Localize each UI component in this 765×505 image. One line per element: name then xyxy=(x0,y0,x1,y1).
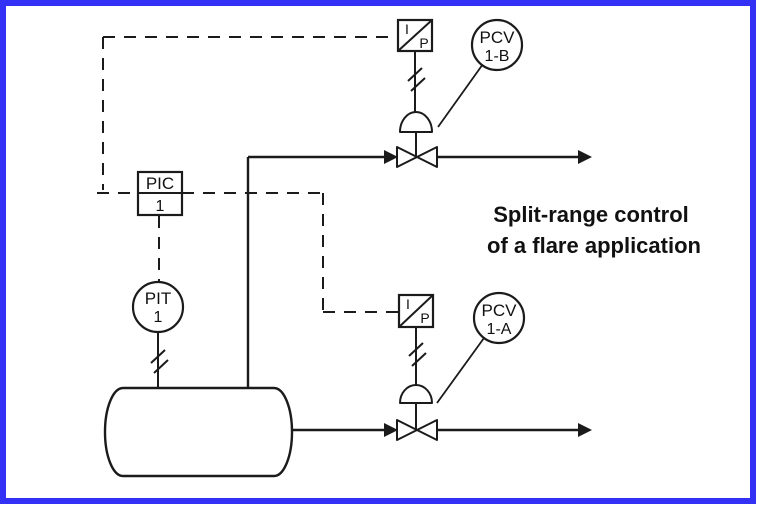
pit-number: 1 xyxy=(154,309,163,326)
ip-diagonal xyxy=(398,294,434,328)
signal-lines xyxy=(97,36,399,313)
pic-controller: PIC 1 xyxy=(136,170,184,217)
pcv-1b-label: PCV xyxy=(480,28,516,47)
diagram-caption: Split-range control of a flare applicati… xyxy=(487,202,701,258)
pneumatic-slash-marks xyxy=(150,67,427,374)
pic-tag: PIC xyxy=(146,174,174,193)
pcv-1a-circle xyxy=(472,291,526,345)
pcv-1b-circle xyxy=(470,18,524,72)
valve-body-right xyxy=(416,419,438,441)
flow-arrow-top-outlet xyxy=(578,150,592,164)
pcv-1a-number: 1-A xyxy=(487,321,512,338)
caption-line-2: of a flare application xyxy=(487,233,701,258)
caption-line-1: Split-range control xyxy=(493,202,689,227)
valve-actuator-dome-bottom xyxy=(399,384,433,404)
slash-mark xyxy=(411,352,427,367)
pit-tag: PIT xyxy=(145,289,171,308)
process-piping xyxy=(246,150,592,437)
flow-arrow-bottom-inlet xyxy=(384,423,398,437)
pit-transmitter: PIT 1 xyxy=(131,280,185,334)
instrument-connections xyxy=(157,51,417,430)
pcv-1b-tag: PCV 1-B xyxy=(470,18,524,72)
slash-mark xyxy=(408,342,424,357)
slash-mark xyxy=(410,77,426,92)
pit-circle xyxy=(131,280,185,334)
valve-body-left xyxy=(396,146,418,168)
pcv-1b-number: 1-B xyxy=(485,48,510,65)
valve-body-left xyxy=(396,419,418,441)
pic-number: 1 xyxy=(156,198,165,215)
ip-transducer-top: I P xyxy=(396,18,434,53)
slash-mark xyxy=(407,67,423,82)
horizontal-drum-vessel xyxy=(103,386,294,478)
ip-label-p: P xyxy=(419,35,428,51)
valve-body-right xyxy=(416,146,438,168)
ip-label-i: I xyxy=(406,296,410,312)
flow-arrow-bottom-outlet xyxy=(578,423,592,437)
pcv-1b-leader-line xyxy=(437,63,484,128)
ip-label-p: P xyxy=(420,310,429,326)
ip-label-i: I xyxy=(405,21,409,37)
control-valve-bottom xyxy=(396,384,438,441)
valve-actuator-dome-top xyxy=(399,111,433,133)
flow-arrow-top-inlet xyxy=(384,150,398,164)
pcv-1a-label: PCV xyxy=(482,301,518,320)
control-valve-top xyxy=(396,111,438,168)
slash-mark xyxy=(150,349,166,364)
pcv-1a-tag: PCV 1-A xyxy=(472,291,526,345)
ip-diagonal xyxy=(397,19,433,52)
pcv-1a-leader-line xyxy=(436,337,485,404)
slash-mark xyxy=(153,359,169,374)
ip-transducer-bottom: I P xyxy=(397,293,435,329)
